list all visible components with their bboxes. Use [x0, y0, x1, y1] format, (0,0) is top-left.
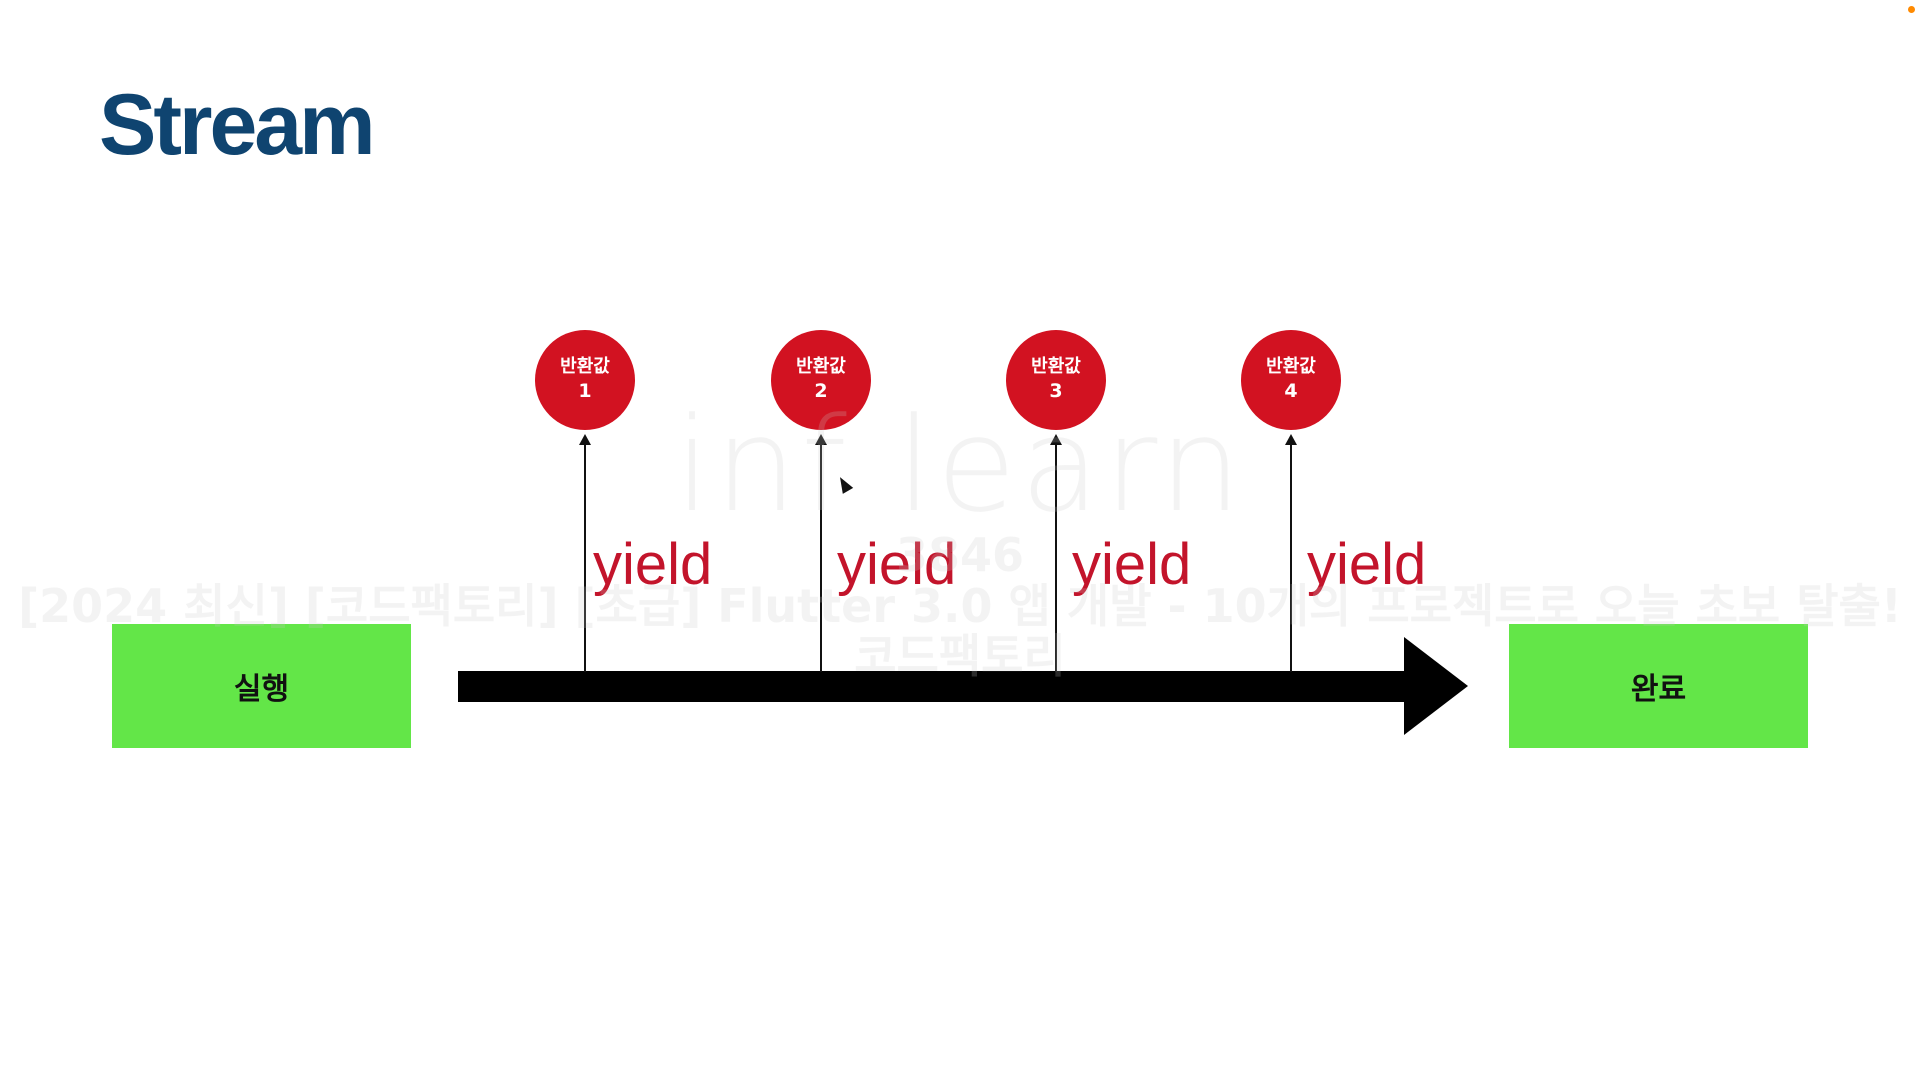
- up-arrow-head: [579, 434, 591, 445]
- return-value-number: 3: [1049, 380, 1063, 403]
- return-value-number: 4: [1284, 380, 1298, 403]
- return-value-circle: 반환값 1: [535, 330, 635, 430]
- timeline-arrow-head: [1404, 637, 1468, 735]
- up-arrow-head: [1050, 434, 1062, 445]
- yield-label-2: yield: [837, 532, 957, 597]
- return-value-circle: 반환값 2: [771, 330, 871, 430]
- yield-label-1: yield: [593, 532, 713, 597]
- start-box-label: 실행: [233, 672, 290, 707]
- end-box: 완료: [1509, 624, 1808, 748]
- watermark-id: 3846: [895, 528, 1025, 582]
- up-arrow-line: [584, 442, 586, 672]
- return-value-label: 반환값: [1266, 356, 1316, 378]
- return-value-label: 반환값: [1031, 356, 1081, 378]
- return-marker-4: 반환값 4: [1241, 330, 1341, 675]
- slide-title: Stream: [99, 77, 376, 173]
- start-box: 실행: [112, 624, 411, 748]
- watermark-logo: inf learn: [674, 389, 1246, 541]
- timeline-arrow-shaft: [458, 671, 1408, 702]
- return-value-label: 반환값: [560, 356, 610, 378]
- return-value-number: 2: [814, 380, 828, 403]
- up-arrow-head: [815, 434, 827, 445]
- return-value-circle: 반환값 4: [1241, 330, 1341, 430]
- return-value-number: 1: [578, 380, 592, 403]
- yield-label-4: yield: [1307, 532, 1427, 597]
- return-value-circle: 반환값 3: [1006, 330, 1106, 430]
- up-arrow-head: [1285, 434, 1297, 445]
- recording-indicator-icon: [1908, 6, 1915, 13]
- yield-label-3: yield: [1072, 532, 1192, 597]
- up-arrow-line: [820, 442, 822, 672]
- return-value-label: 반환값: [796, 356, 846, 378]
- end-box-label: 완료: [1630, 672, 1687, 707]
- return-marker-3: 반환값 3: [1006, 330, 1106, 675]
- up-arrow-line: [1055, 442, 1057, 672]
- up-arrow-line: [1290, 442, 1292, 672]
- return-marker-1: 반환값 1: [535, 330, 635, 675]
- return-marker-2: 반환값 2: [771, 330, 871, 675]
